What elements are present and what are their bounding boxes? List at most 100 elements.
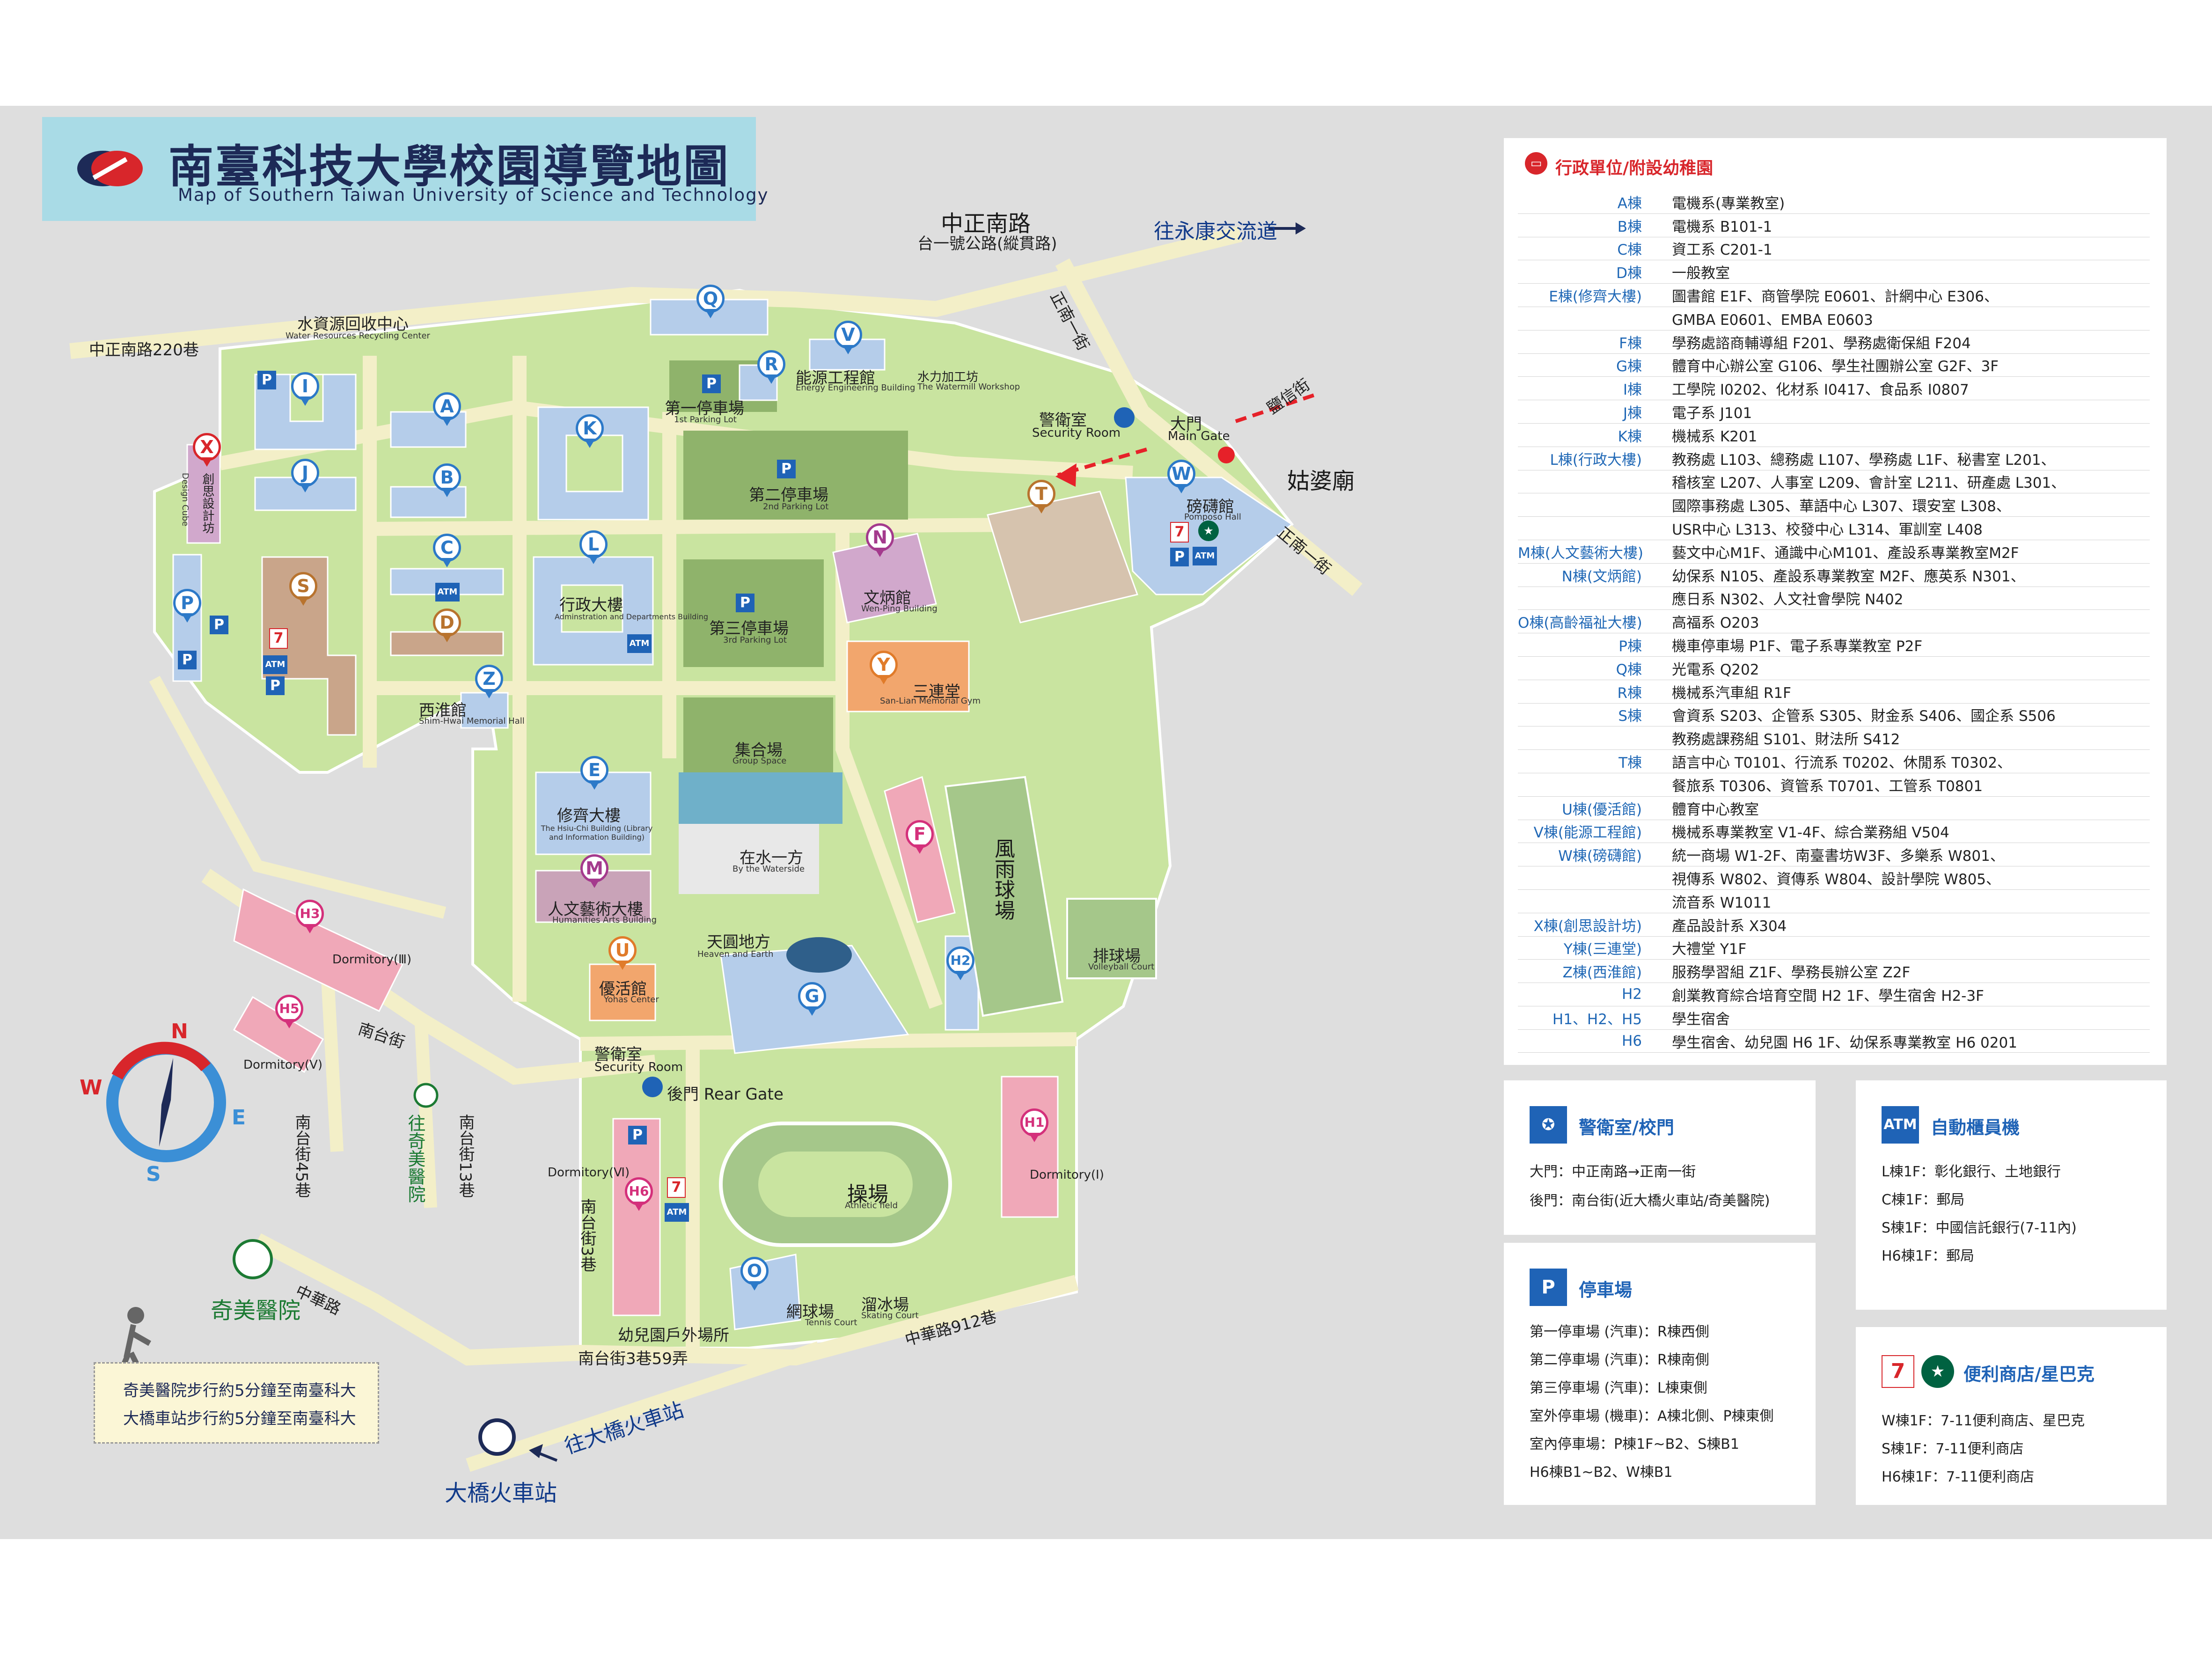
pin-H1[interactable]: H1 bbox=[1020, 1108, 1048, 1143]
label-parking1-en: 1st Parking Lot bbox=[674, 415, 737, 425]
road-label-lane13: 南台街13巷 bbox=[456, 1114, 475, 1198]
admin-unit-offices: USR中心 L313、校發中心 L314、軍訓室 L408 bbox=[1672, 521, 1983, 539]
pin-H2[interactable]: H2 bbox=[946, 946, 974, 981]
pin-G[interactable]: G bbox=[798, 982, 826, 1017]
store-panel-line: S棟1F：7-11便利商店 bbox=[1882, 1441, 2024, 1457]
admin-unit-building: A棟 bbox=[1617, 195, 1642, 212]
parking-panel-title: 停車場 bbox=[1579, 1280, 1633, 1300]
admin-unit-building: G棟 bbox=[1616, 358, 1642, 375]
seven-eleven-icon: 7 bbox=[667, 1177, 686, 1198]
pin-D[interactable]: D bbox=[433, 609, 461, 643]
road-label-taiwan-hwy1: 台一號公路(縱貫路) bbox=[917, 235, 1057, 253]
pin-A[interactable]: A bbox=[433, 392, 461, 427]
admin-unit-offices: 藝文中心M1F、通識中心M101、產設系專業教室M2F bbox=[1672, 544, 2019, 562]
admin-unit-building: X棟(創思設計坊) bbox=[1533, 917, 1642, 935]
waterside-pond bbox=[679, 772, 842, 824]
pin-E[interactable]: E bbox=[580, 756, 608, 791]
pin-Z[interactable]: Z bbox=[475, 665, 503, 699]
admin-unit-building: M棟(人文藝術大樓) bbox=[1518, 544, 1643, 562]
admin-unit-building: W棟(磅礴館) bbox=[1558, 848, 1642, 865]
label-watermill-en: The Watermill Workshop bbox=[917, 382, 1020, 392]
admin-unit-offices: 光電系 Q202 bbox=[1672, 661, 1759, 678]
pin-M[interactable]: M bbox=[580, 854, 608, 889]
pin-Y[interactable]: Y bbox=[870, 651, 898, 685]
atm-icon: ATM bbox=[1193, 547, 1217, 565]
admin-unit-offices: 工學院 I0202、化材系 I0417、食品系 I0807 bbox=[1672, 381, 1969, 399]
pin-Q[interactable]: Q bbox=[696, 285, 725, 319]
security-panel-line: 後門：南台街(近大橋火車站/奇美醫院) bbox=[1530, 1193, 1770, 1209]
pin-H3[interactable]: H3 bbox=[296, 900, 324, 934]
pin-I[interactable]: I bbox=[291, 372, 319, 407]
atm-panel-line: L棟1F：彰化銀行、土地銀行 bbox=[1882, 1164, 2061, 1180]
compass-e: E bbox=[232, 1106, 246, 1130]
admin-unit-offices: 應日系 N302、人文社會學院 N402 bbox=[1672, 591, 1904, 609]
pin-S[interactable]: S bbox=[289, 572, 317, 607]
admin-unit-offices: 產品設計系 X304 bbox=[1672, 917, 1787, 935]
label-heaven: 天圓地方 bbox=[707, 933, 770, 952]
main-gate-dot bbox=[1218, 447, 1235, 463]
admin-unit-row: C棟資工系 C201-1 bbox=[1518, 237, 2150, 261]
admin-unit-building: Z棟(西淮館) bbox=[1562, 964, 1642, 982]
pin-K[interactable]: K bbox=[576, 414, 604, 449]
pin-H6[interactable]: H6 bbox=[625, 1177, 653, 1212]
pin-C[interactable]: C bbox=[433, 534, 461, 568]
pin-B[interactable]: B bbox=[433, 463, 461, 498]
road-lane13 bbox=[415, 1025, 437, 1208]
compass-needle bbox=[159, 1058, 173, 1147]
compass-n: N bbox=[171, 1020, 188, 1043]
inner-road-2 bbox=[365, 517, 1100, 536]
pin-L[interactable]: L bbox=[579, 530, 608, 565]
pin-O[interactable]: O bbox=[740, 1257, 769, 1291]
pin-X[interactable]: X bbox=[193, 433, 221, 468]
dajiao-pin bbox=[478, 1418, 516, 1456]
admin-unit-row: T棟語言中心 T0101、行流系 T0202、休閒系 T0302、 bbox=[1518, 750, 2150, 773]
pin-R[interactable]: R bbox=[757, 350, 785, 385]
police-badge-icon: ✪ bbox=[1530, 1106, 1567, 1144]
pin-F[interactable]: F bbox=[906, 820, 934, 855]
admin-unit-building: Y棟(三連堂) bbox=[1563, 941, 1642, 958]
label-yohas: 優活館 bbox=[599, 980, 647, 998]
admin-unit-row: B棟電機系 B101-1 bbox=[1518, 214, 2150, 237]
building-H1 bbox=[1001, 1076, 1059, 1218]
athletic-inner bbox=[758, 1152, 913, 1217]
pin-V[interactable]: V bbox=[834, 321, 862, 355]
admin-unit-building: F棟 bbox=[1619, 335, 1642, 352]
admin-unit-row: D棟一般教室 bbox=[1518, 260, 2150, 284]
pin-H5[interactable]: H5 bbox=[275, 995, 303, 1029]
pin-W[interactable]: W bbox=[1167, 460, 1195, 494]
admin-unit-row: S棟會資系 S203、企管系 S305、財金系 S406、國企系 S506 bbox=[1518, 704, 2150, 727]
admin-unit-offices: 教務處 L103、總務處 L107、學務處 L1F、秘書室 L201、 bbox=[1672, 451, 2056, 469]
admin-unit-row: Q棟光電系 Q202 bbox=[1518, 657, 2150, 680]
label-security-en: Security Room bbox=[1032, 426, 1121, 440]
road-label-lane220: 中正南路220巷 bbox=[89, 341, 199, 359]
pin-P[interactable]: P bbox=[173, 589, 201, 624]
starbucks-icon: ★ bbox=[1198, 521, 1219, 541]
admin-unit-row: K棟機械系 K201 bbox=[1518, 424, 2150, 447]
admin-unit-building: H2 bbox=[1621, 986, 1642, 1003]
label-heaven-en: Heaven and Earth bbox=[697, 949, 774, 959]
pin-U[interactable]: U bbox=[608, 936, 637, 971]
security-panel-line: 大門：中正南路→正南一街 bbox=[1530, 1164, 1696, 1180]
admin-unit-row: 餐旅系 T0306、資管系 T0701、工管系 T0801 bbox=[1518, 773, 2150, 797]
admin-unit-offices: 教務處課務組 S101、財法所 S412 bbox=[1672, 731, 1900, 748]
atm-icon: ATM bbox=[1882, 1106, 1919, 1144]
label-parking3-en: 3rd Parking Lot bbox=[723, 635, 787, 645]
seven-eleven-icon: 7 bbox=[269, 628, 288, 649]
road-west bbox=[149, 675, 447, 919]
admin-unit-row: U棟(優活館)體育中心教室 bbox=[1518, 797, 2150, 820]
admin-unit-offices: 幼保系 N105、產設系專業教室 M2F、應英系 N301、 bbox=[1672, 568, 2025, 585]
admin-unit-row: V棟(能源工程館)機械系專業教室 V1-4F、綜合業務組 V504 bbox=[1518, 820, 2150, 844]
label-tennis-en: Tennis Court bbox=[805, 1318, 857, 1328]
pin-N[interactable]: N bbox=[866, 523, 894, 558]
admin-unit-row: A棟電機系(專業教室) bbox=[1518, 191, 2150, 214]
seven-eleven-icon: 7 bbox=[1882, 1355, 1914, 1388]
admin-unit-building: N棟(文炳館) bbox=[1561, 568, 1642, 585]
admin-unit-building: H6 bbox=[1621, 1033, 1642, 1050]
label-chimei: 奇美醫院 bbox=[211, 1298, 301, 1324]
pin-T[interactable]: T bbox=[1027, 480, 1055, 514]
pin-J[interactable]: J bbox=[291, 459, 319, 493]
label-dorm6: Dormitory(Ⅵ) bbox=[548, 1166, 630, 1180]
road-label-lane45: 南台街45巷 bbox=[292, 1114, 311, 1198]
